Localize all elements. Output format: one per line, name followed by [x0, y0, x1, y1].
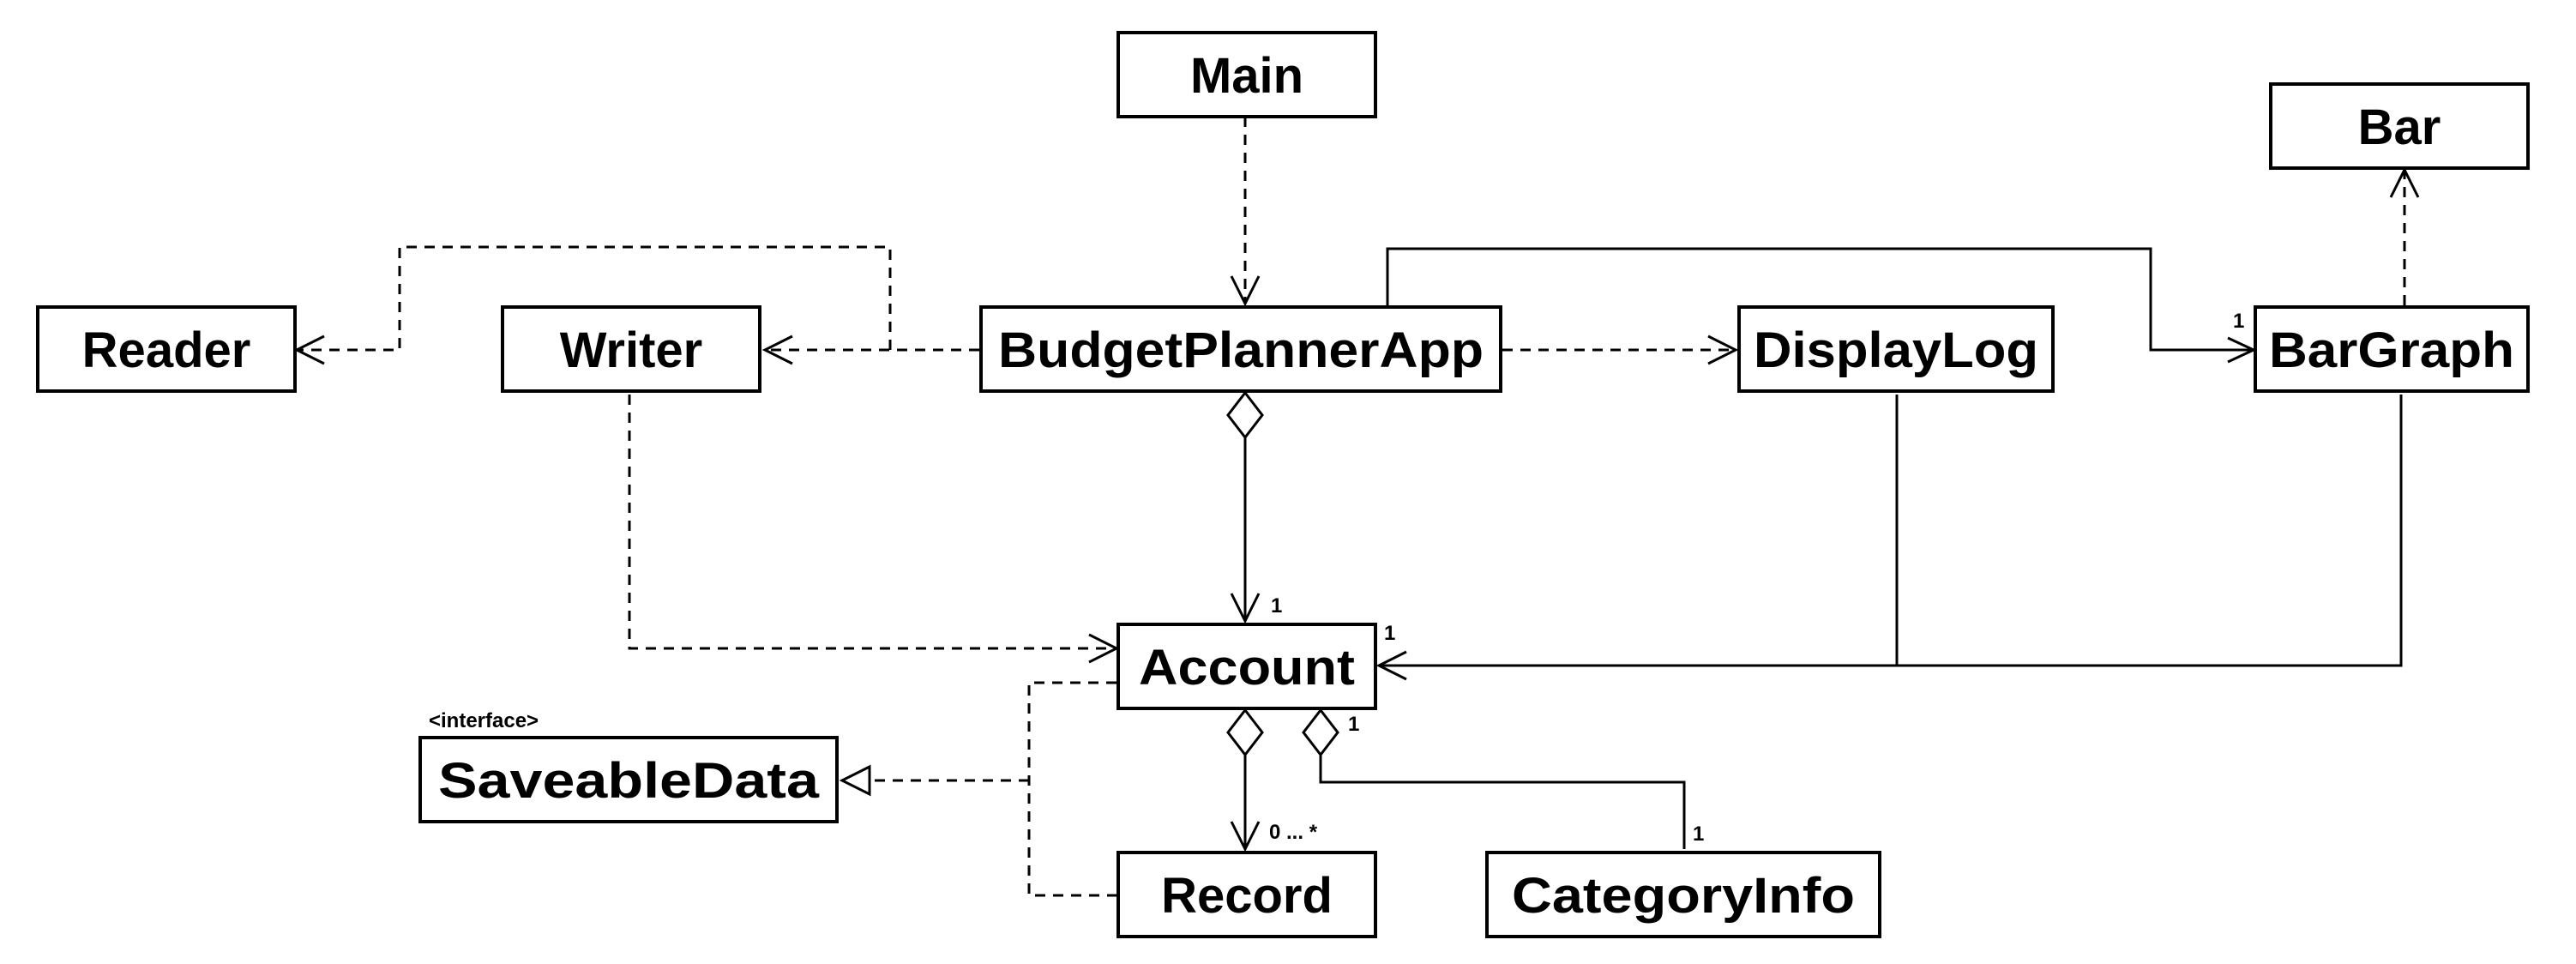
edge-bargraph-to-bar	[2389, 166, 2420, 305]
class-reader[interactable]: Reader	[36, 305, 297, 393]
edge-budgetplannerapp-to-displaylog	[1502, 334, 1739, 365]
class-record-name: Record	[1161, 868, 1333, 924]
multiplicity-categoryinfo: 1	[1693, 822, 1704, 846]
class-displaylog[interactable]: DisplayLog	[1737, 305, 2055, 393]
multiplicity-account-category: 1	[1348, 713, 1359, 736]
class-writer[interactable]: Writer	[501, 305, 761, 393]
class-main-name: Main	[1190, 48, 1303, 104]
class-categoryinfo-name: CategoryInfo	[1512, 868, 1855, 924]
class-displaylog-name: DisplayLog	[1754, 322, 2038, 378]
class-saveabledata-name: SaveableData	[438, 753, 820, 809]
class-bargraph[interactable]: BarGraph	[2254, 305, 2530, 393]
edge-account-aggregates-categoryinfo	[1302, 708, 1686, 849]
class-writer-name: Writer	[560, 322, 703, 378]
class-account[interactable]: Account	[1116, 623, 1377, 710]
edge-budgetplannerapp-aggregates-account	[1226, 390, 1264, 624]
edge-realization-saveabledata	[839, 681, 1116, 897]
class-budgetplannerapp-name: BudgetPlannerApp	[998, 322, 1484, 378]
class-budgetplannerapp[interactable]: BudgetPlannerApp	[979, 305, 1502, 393]
class-saveabledata[interactable]: <interface> SaveableData	[418, 709, 839, 823]
class-record[interactable]: Record	[1116, 851, 1377, 938]
class-account-name: Account	[1139, 640, 1355, 696]
edge-views-to-account	[1375, 395, 2403, 681]
class-main[interactable]: Main	[1116, 31, 1377, 118]
edge-main-to-budgetplannerapp	[1230, 117, 1261, 307]
class-bar[interactable]: Bar	[2269, 82, 2530, 170]
edge-budgetplannerapp-to-writer	[761, 334, 979, 365]
class-categoryinfo[interactable]: CategoryInfo	[1485, 851, 1881, 938]
multiplicity-account-record: 0 ... *	[1269, 821, 1318, 844]
class-bargraph-name: BarGraph	[2269, 322, 2514, 378]
class-bar-name: Bar	[2358, 99, 2441, 155]
multiplicity-app-bargraph: 1	[2233, 310, 2244, 333]
edge-account-aggregates-record	[1226, 708, 1264, 853]
class-reader-name: Reader	[82, 322, 251, 378]
multiplicity-app-account: 1	[1271, 594, 1282, 618]
edge-writer-to-account	[628, 395, 1120, 664]
multiplicity-views-account: 1	[1384, 622, 1395, 645]
saveabledata-stereotype: <interface>	[429, 709, 539, 732]
